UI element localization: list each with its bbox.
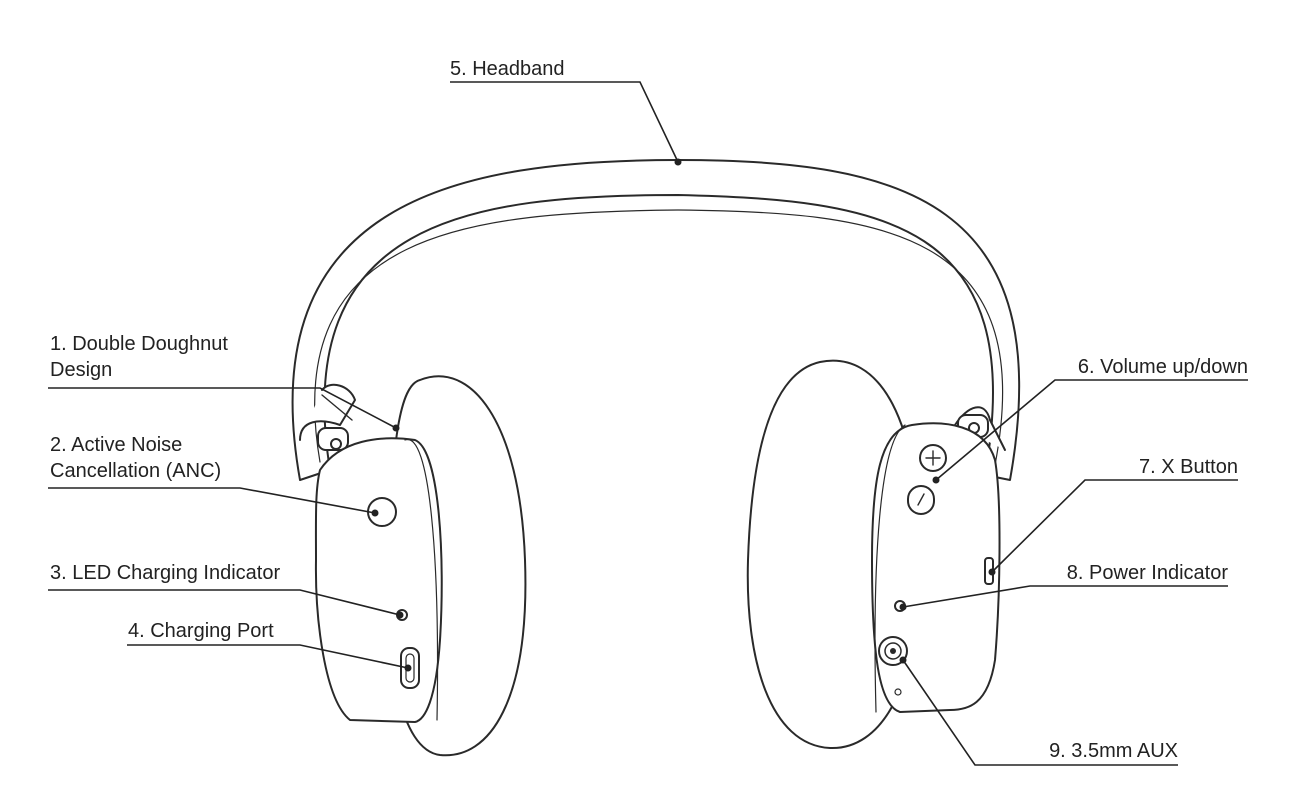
callout-dot [392, 424, 400, 432]
callout-dot [899, 603, 907, 611]
callout-dot [371, 509, 379, 517]
callout-dot [932, 476, 940, 484]
label-x-button: 7. X Button [1139, 456, 1238, 478]
label-volume: 6. Volume up/down [1077, 356, 1248, 378]
label-headband: 5. Headband [450, 58, 565, 80]
label-anc: 2. Active Noise Cancellation (ANC) [50, 432, 221, 484]
callout-volume [935, 379, 1248, 481]
callout-double-doughnut [48, 387, 397, 429]
callout-x-button [991, 479, 1238, 573]
callout-dot [396, 611, 404, 619]
callout-dot [674, 158, 682, 166]
callout-dot [988, 568, 996, 576]
callout-charging-port [127, 644, 409, 669]
callout-dot [404, 664, 412, 672]
label-aux: 9. 3.5mm AUX [1049, 740, 1178, 762]
label-double-doughnut: 1. Double Doughnut Design [50, 331, 228, 383]
callout-headband [450, 81, 679, 163]
callout-power-indicator [902, 585, 1228, 608]
label-anc-line1: 2. Active Noise [50, 434, 183, 456]
callout-anc [48, 487, 376, 514]
label-led-charging: 3. LED Charging Indicator [50, 562, 281, 584]
callout-aux [902, 659, 1178, 766]
callout-dot [899, 656, 907, 664]
left-earcup-cushion [314, 437, 443, 723]
right-earcup-cushion [871, 422, 1001, 713]
label-double-doughnut-line2: Design [50, 359, 113, 381]
label-anc-line2: Cancellation (ANC) [50, 460, 222, 482]
label-charging-port: 4. Charging Port [128, 620, 274, 642]
headband [291, 159, 1021, 481]
callout-led-charging [48, 589, 401, 616]
label-power-indicator: 8. Power Indicator [1066, 562, 1228, 584]
label-double-doughnut-line1: 1. Double Doughnut [50, 333, 228, 355]
